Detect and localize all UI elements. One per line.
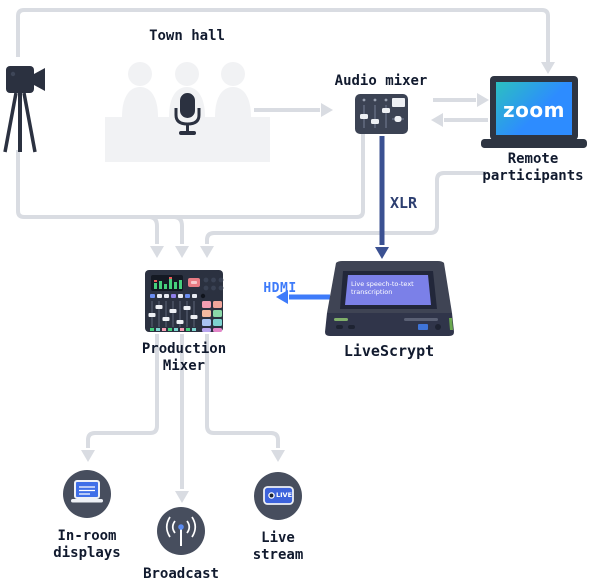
audio-mixer-label: Audio mixer	[334, 73, 428, 89]
connector-presenters-to-audio-mixer	[254, 103, 333, 117]
livescrypt-device	[325, 261, 454, 336]
xlr-cable-line	[375, 136, 389, 259]
livescrypt-screen-text: Live speech-to-text transcription	[351, 280, 414, 296]
in-room-displays-icon	[63, 470, 111, 518]
zoom-laptop	[481, 76, 587, 148]
broadcast-icon	[157, 507, 205, 555]
connector-camera-to-zoom-laptop	[16, 8, 555, 74]
livescrypt-label: LiveScrypt	[343, 342, 435, 360]
presenters-group	[105, 62, 270, 162]
broadcast-label: Broadcast	[143, 566, 219, 580]
person-icon	[215, 62, 251, 117]
connector-camera-and-audiomixer-to-production-mixer	[16, 134, 365, 258]
live-badge-label: LIVE	[276, 491, 293, 499]
connector-production-mixer-to-in-room-displays	[81, 334, 159, 462]
connector-production-mixer-to-live-stream	[205, 334, 285, 462]
connector-production-mixer-to-broadcast	[175, 334, 189, 503]
video-camera-icon	[3, 66, 45, 153]
zoom-logo: zoom	[503, 98, 565, 122]
production-mixer-device	[145, 270, 224, 332]
person-icon	[122, 62, 158, 117]
connector-remote-participants-to-production-mixer	[200, 171, 486, 258]
hdmi-label: HDMI	[263, 281, 297, 296]
town-hall-label: Town hall	[149, 28, 225, 44]
connector-audio-mixer-to-zoom	[433, 93, 489, 107]
xlr-label: XLR	[390, 194, 418, 212]
audio-mixer-device	[355, 94, 408, 134]
microphone-icon	[174, 93, 201, 135]
hdmi-arrow	[276, 290, 330, 304]
live-stream-icon	[254, 472, 302, 520]
connector-zoom-to-audio-mixer	[431, 113, 488, 127]
